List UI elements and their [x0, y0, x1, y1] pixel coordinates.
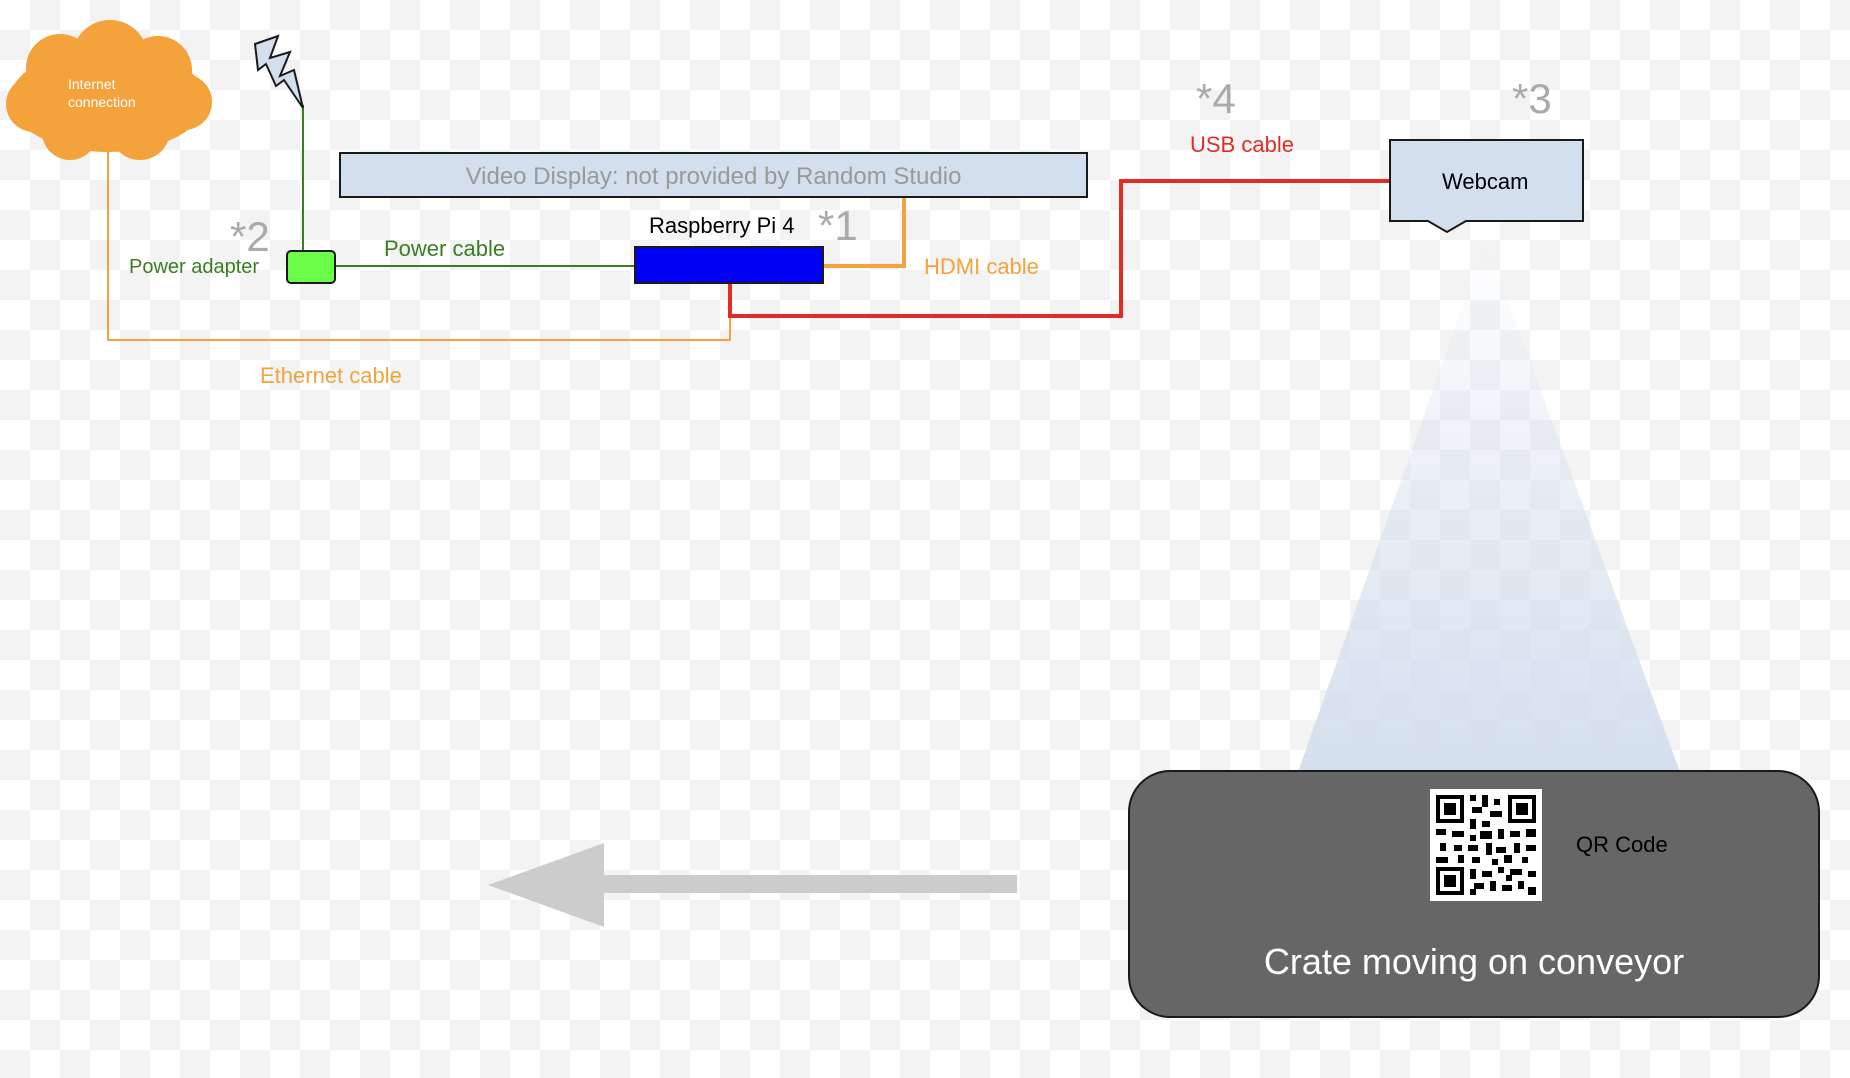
webcam-label: Webcam: [1442, 169, 1529, 194]
raspberry-pi-label: Raspberry Pi 4: [649, 213, 795, 238]
marker-2: *2: [230, 213, 270, 260]
internet-connection-label: Internet connection: [68, 76, 136, 110]
video-display-label: Video Display: not provided by Random St…: [465, 163, 962, 190]
usb-cable-label: USB cable: [1190, 132, 1294, 157]
power-adapter-label: Power adapter: [129, 256, 260, 278]
power-cable-label: Power cable: [384, 236, 506, 261]
camera-view-beam: [1298, 240, 1680, 772]
power-adapter-box: [286, 250, 336, 284]
usb-cable-line: [728, 179, 1420, 318]
marker-4: *4: [1196, 75, 1236, 122]
qr-code-label: QR Code: [1576, 832, 1668, 857]
qr-code-icon: [1430, 789, 1542, 901]
video-display-box: [339, 152, 1088, 198]
crate-label: Crate moving on conveyor: [1263, 941, 1685, 982]
marker-3: *3: [1512, 75, 1552, 122]
cloud-icon: [6, 20, 212, 160]
raspberry-pi-box: [634, 246, 824, 284]
hdmi-cable-label: HDMI cable: [924, 254, 1039, 279]
lightning-icon: [253, 34, 304, 109]
webcam-box: [1389, 139, 1584, 234]
ethernet-cable-label: Ethernet cable: [260, 363, 402, 388]
arrow-left-icon: [488, 843, 1017, 927]
marker-1: *1: [818, 202, 858, 249]
qr-code-graphic: [1436, 795, 1536, 895]
